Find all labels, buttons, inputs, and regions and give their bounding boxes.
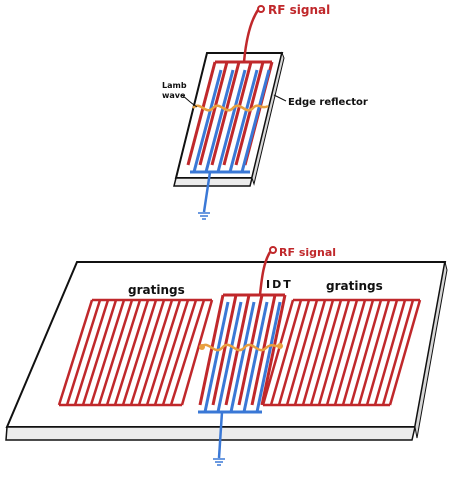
top-rf-lead (242, 9, 260, 63)
wave-end-dot-left (199, 344, 205, 350)
left-grating-label: gratings (128, 283, 185, 297)
bottom-ground-icon (213, 458, 225, 466)
bottom-rf-lead (258, 251, 272, 296)
top-device: RF signal Lamb wave Edge reflector (162, 3, 368, 220)
edge-reflector-label: Edge reflector (288, 97, 368, 108)
top-lamb-wave (192, 104, 269, 112)
bottom-rf-label: RF signal (279, 246, 336, 259)
edge-reflector-pointer (273, 94, 287, 102)
wave-end-dot-right (277, 343, 283, 349)
bottom-device: RF signal IDT gratings gratings (5, 246, 448, 466)
lamb-wave-label-line2: wave (162, 91, 186, 100)
bottom-substrate-front (5, 426, 416, 441)
bottom-substrate-right-edge (414, 261, 448, 439)
bottom-rf-terminal (269, 246, 277, 254)
top-substrate (174, 52, 284, 179)
top-rf-terminal (257, 5, 265, 13)
top-substrate-edge (251, 51, 285, 186)
right-grating (261, 298, 422, 407)
lamb-wave-label-line1: Lamb (162, 81, 187, 90)
right-grating-label: gratings (326, 279, 383, 293)
top-idt-blue-electrode (190, 69, 271, 174)
left-grating (57, 298, 214, 407)
top-rf-label: RF signal (268, 3, 330, 17)
top-ground-icon (198, 212, 210, 220)
top-ground-lead (202, 171, 212, 213)
bottom-ground-lead (217, 411, 224, 459)
bottom-idt-red-electrode (198, 293, 287, 406)
idt-label: IDT (266, 278, 293, 291)
top-substrate-side (173, 177, 253, 187)
bottom-idt-blue-electrode (198, 301, 282, 414)
lamb-wave-pointer (181, 94, 198, 108)
bottom-lamb-wave (199, 343, 283, 352)
